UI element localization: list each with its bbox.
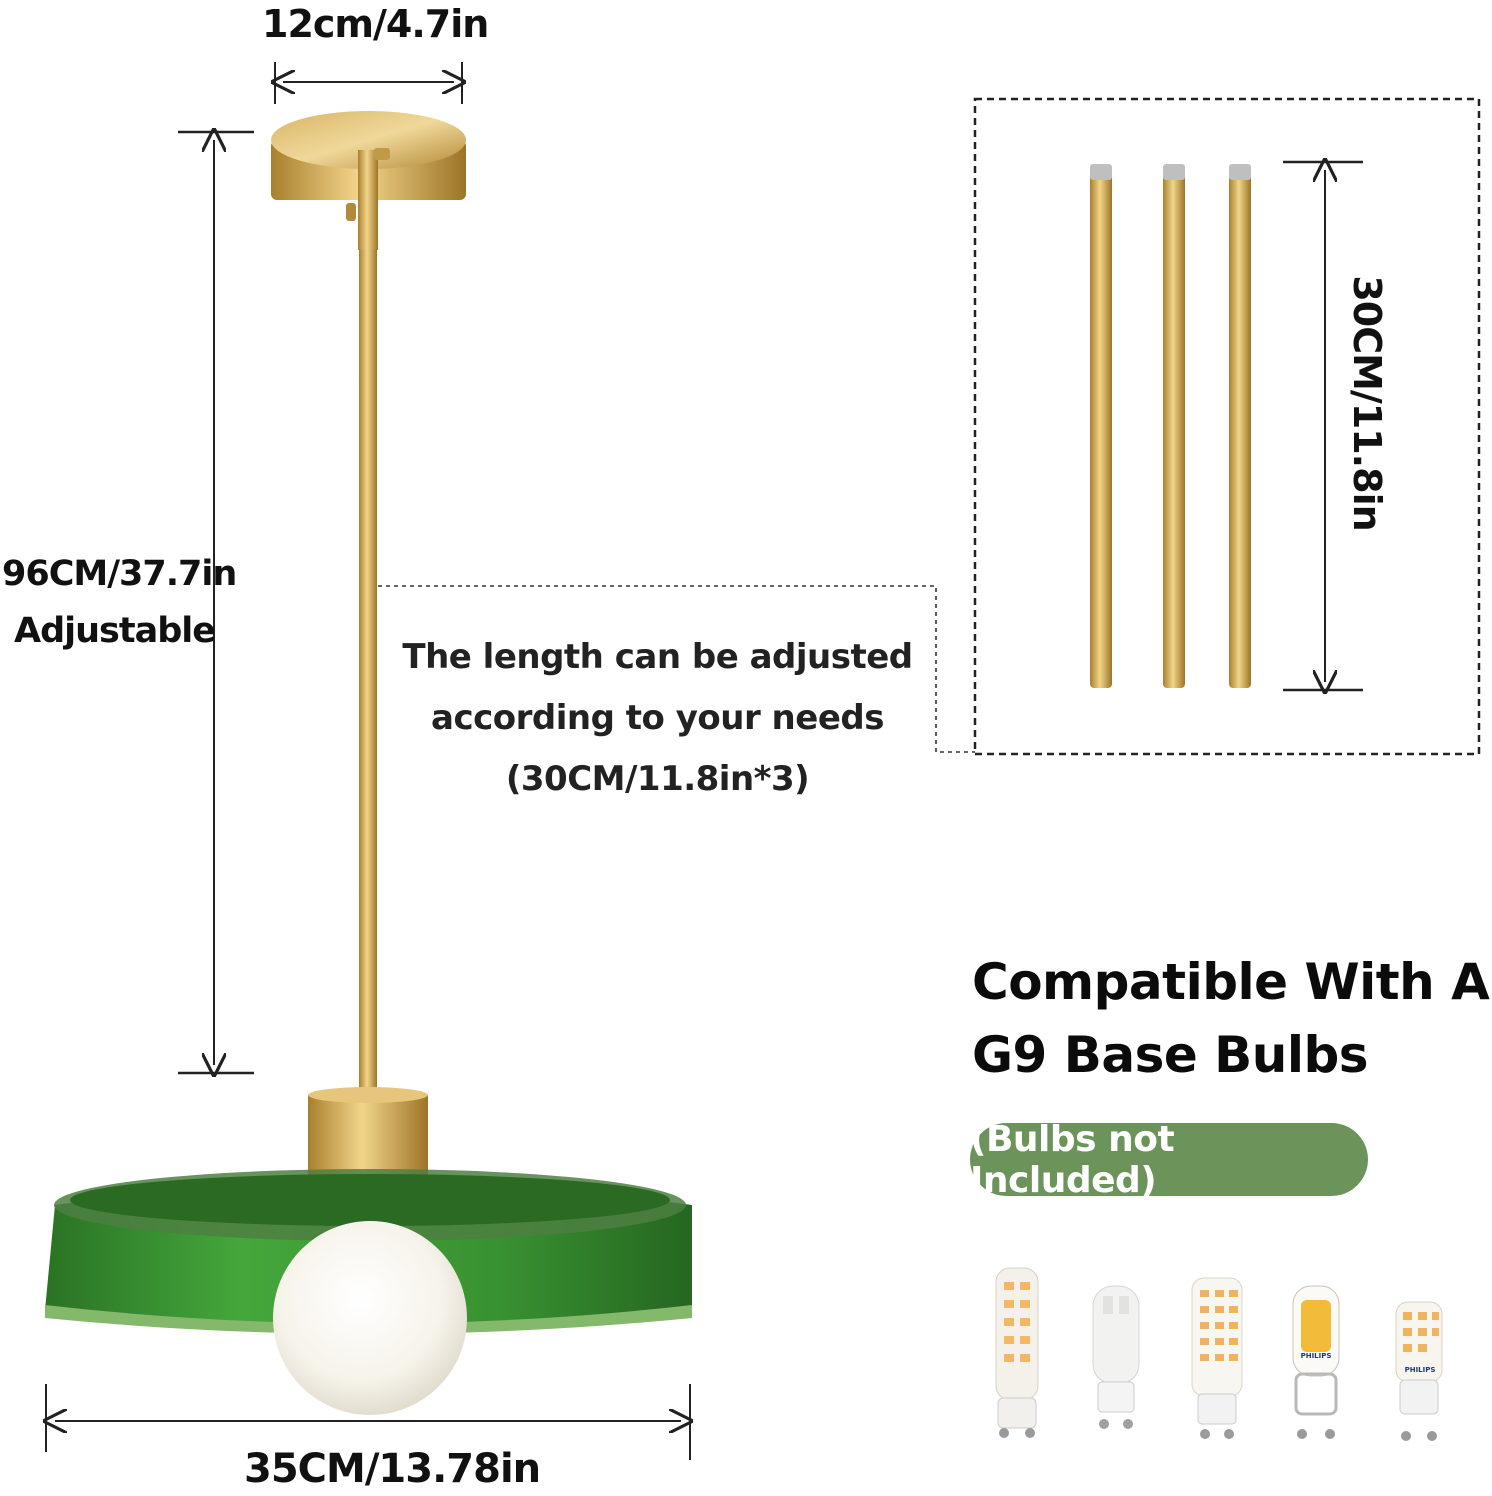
bulb-brand-label: PHILIPS [1404,1366,1436,1374]
downrod [359,250,377,1100]
bulbs-not-included-badge: (Bulbs not Included) [970,1119,1368,1201]
extension-rod [1229,164,1251,688]
globe-bulb [273,1221,467,1415]
extension-rod [1090,164,1112,688]
height-adjustable-label: Adjustable [14,611,216,651]
shade-width-label: 35CM/13.78in [244,1446,541,1492]
compatibility-headline-line1: Compatible With All [972,953,1492,1011]
leader-line [378,585,975,753]
canopy-width-label: 12cm/4.7in [262,2,489,46]
bulb-brand-label: PHILIPS [1300,1352,1332,1360]
extension-rods-box [973,97,1481,756]
height-dimension-line [178,132,254,1073]
height-label: 96CM/37.7in [2,554,237,594]
compatibility-headline-line2: G9 Base Bulbs [972,1026,1369,1084]
shade-width-dimension-line [46,1384,690,1460]
canopy-width-dimension-line [275,62,462,104]
rod-length-dimension-line [1283,162,1363,690]
adjust-note-line: according to your needs [431,698,884,738]
adjust-note-line: The length can be adjusted [402,637,913,677]
ceiling-canopy [271,111,466,250]
extension-rod [1163,164,1185,688]
adjust-note: The length can be adjusted according to … [390,627,925,810]
rod-length-label: 30CM/11.8in [1345,275,1389,531]
adjust-note-line: (30CM/11.8in*3) [505,759,810,799]
